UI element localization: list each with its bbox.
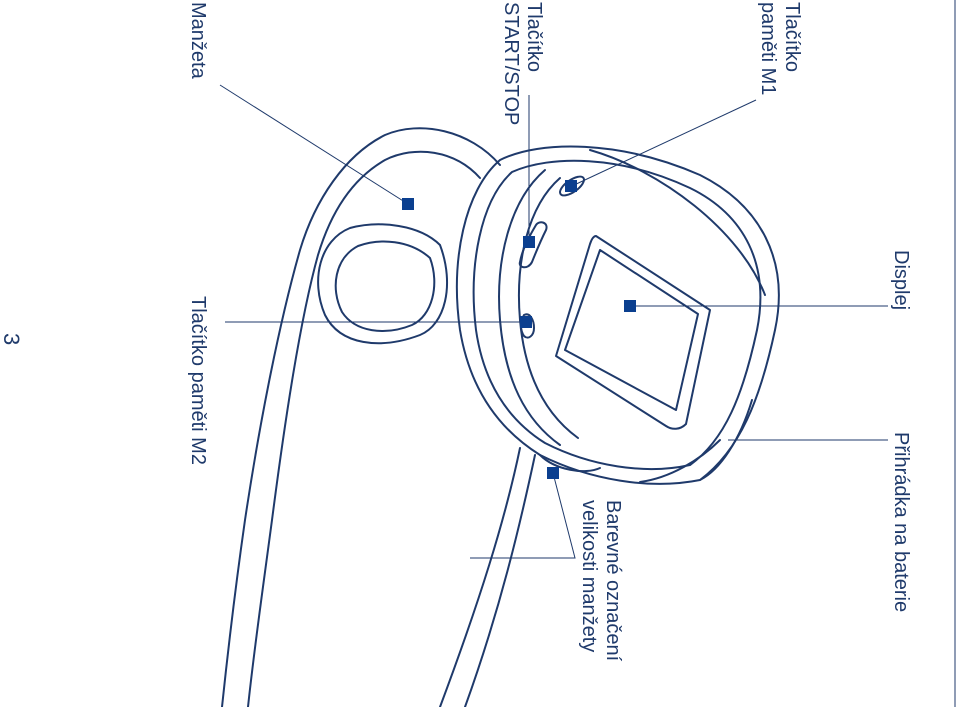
leader-cuff-size bbox=[470, 472, 576, 559]
cuff-lower-strap-inner bbox=[464, 454, 536, 708]
display-screen bbox=[564, 249, 699, 411]
label-battery: Přihrádka na baterie bbox=[890, 432, 912, 612]
front-face-ring bbox=[498, 169, 561, 446]
page-number: 3 bbox=[0, 333, 24, 345]
display-bezel bbox=[555, 235, 711, 430]
label-display: Displej bbox=[890, 250, 912, 310]
cuff-strap-loop bbox=[317, 223, 448, 345]
marker-start-stop bbox=[523, 236, 535, 248]
start-stop-button[interactable] bbox=[518, 221, 548, 269]
marker-cuff bbox=[402, 198, 414, 210]
front-face-ring-2 bbox=[517, 177, 579, 439]
cuff-strap-loop-inner bbox=[334, 240, 436, 332]
device-top-shoulder bbox=[589, 149, 766, 296]
cuff-size-tab bbox=[539, 454, 601, 473]
marker-cuff-size bbox=[547, 467, 559, 479]
monitor-body-outer bbox=[455, 145, 780, 485]
marker-display bbox=[624, 300, 636, 312]
leader-m1 bbox=[571, 99, 757, 187]
leader-cuff bbox=[219, 84, 409, 205]
label-m1-line2: paměti M1 bbox=[757, 2, 779, 95]
label-start-line1: Tlačítko bbox=[523, 2, 545, 72]
marker-m1 bbox=[565, 180, 577, 192]
label-cuff: Manžeta bbox=[187, 2, 209, 80]
label-color-line1: Barevné označení bbox=[602, 500, 624, 662]
label-m1-line1: Tlačítko bbox=[781, 2, 803, 72]
label-start-line2: START/STOP bbox=[500, 2, 522, 125]
label-color-line2: velikosti manžety bbox=[578, 500, 600, 652]
battery-compartment-edge bbox=[639, 439, 721, 483]
cuff-inner-outline bbox=[247, 150, 481, 708]
cuff-outer-outline bbox=[221, 127, 501, 708]
label-m2: Tlačítko paměti M2 bbox=[187, 296, 209, 465]
cuff-lower-strap bbox=[439, 447, 521, 708]
device-side-lower bbox=[699, 399, 753, 481]
marker-m2 bbox=[520, 316, 532, 328]
monitor-body-inner bbox=[472, 159, 762, 470]
